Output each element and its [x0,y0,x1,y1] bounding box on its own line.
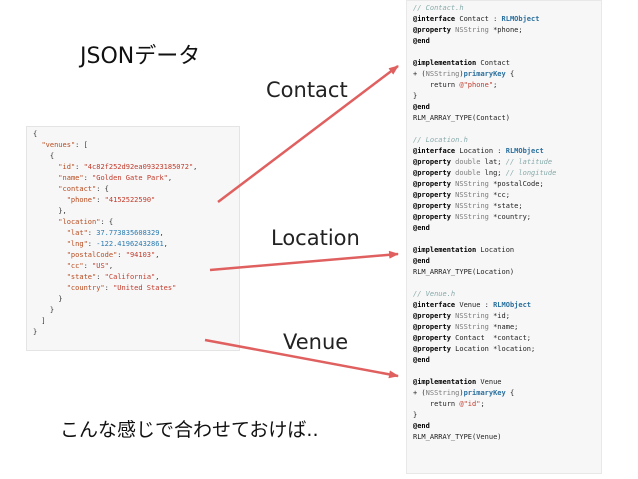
json-line: "location": { [58,218,114,226]
json-code-panel: { "venues": [ { "id": "4c82f252d92ea0932… [26,126,240,351]
json-line: } [33,306,55,314]
json-line: "name": "Golden Gate Park", [58,174,173,182]
code-line: @property NSString *state; [413,202,523,210]
code-line: @property NSString *phone; [413,26,523,34]
code-line: @implementation Venue [413,378,502,386]
code-line: @implementation Location [413,246,515,254]
code-line: + (NSString)primaryKey { [413,389,515,397]
code-line: return @"id"; [413,400,485,408]
contact-label: Contact [266,78,348,102]
code-line: RLM_ARRAY_TYPE(Venue) [413,433,502,441]
code-line: } [413,411,418,419]
location-label: Location [271,226,360,250]
code-line: @interface Contact : RLMObject [413,15,540,23]
location-arrow [209,250,399,272]
code-line: @property double lat; // latitude [413,158,553,166]
code-line: @property NSString *country; [413,213,532,221]
json-line: ] [33,317,46,325]
json-line: { [33,130,38,138]
json-line: "country": "United States" [66,284,177,292]
venue-label: Venue [283,330,349,354]
code-line: @end [413,37,430,45]
code-line: @property double lng; // longitude [413,169,557,177]
json-line: "id": "4c82f252d92ea09323185072", [58,163,198,171]
json-line: { [33,152,55,160]
json-code: { "venues": [ { "id": "4c82f252d92ea0932… [27,127,239,340]
code-line: // Venue.h [413,290,456,298]
code-line: @interface Location : RLMObject [413,147,544,155]
code-line: @property Location *location; [413,345,536,353]
json-line: "cc": "US", [66,262,114,270]
code-line: @property Contact *contact; [413,334,532,342]
code-line: } [413,92,418,100]
code-line: RLM_ARRAY_TYPE(Contact) [413,114,510,122]
code-line: @end [413,103,430,111]
json-line: "lng": -122.41962432861, [66,240,168,248]
json-line: "venues": [ [41,141,88,149]
contact-arrow [217,65,399,203]
code-line: @property NSString *postalCode; [413,180,544,188]
code-line: @end [413,422,430,430]
code-line: // Contact.h [413,4,464,12]
json-line: "contact": { [58,185,109,193]
json-line: "lat": 37.773835608329, [66,229,164,237]
code-line: @property NSString *id; [413,312,510,320]
objc-code-panel: // Contact.h @interface Contact : RLMObje… [406,0,602,474]
code-line: // Location.h [413,136,468,144]
code-line: @property NSString *name; [413,323,519,331]
json-line: "state": "California", [66,273,160,281]
slide-title: JSONデータ [80,44,201,69]
venue-arrow [204,338,399,379]
code-line: @end [413,356,430,364]
code-line: @interface Venue : RLMObject [413,301,532,309]
json-line: } [33,295,63,303]
code-line: @end [413,257,430,265]
json-line: "postalCode": "94103", [66,251,160,259]
code-line: @end [413,224,430,232]
code-line: @property NSString *cc; [413,191,510,199]
json-line: "phone": "4152522590" [66,196,156,204]
json-line: }, [33,207,67,215]
objc-code: // Contact.h @interface Contact : RLMObje… [407,1,601,443]
code-line: @implementation Contact [413,59,510,67]
slide-caption: こんな感じで合わせておけば.. [60,419,319,441]
json-line: } [33,328,38,336]
code-line: + (NSString)primaryKey { [413,70,515,78]
code-line: return @"phone"; [413,81,498,89]
code-line: RLM_ARRAY_TYPE(Location) [413,268,515,276]
